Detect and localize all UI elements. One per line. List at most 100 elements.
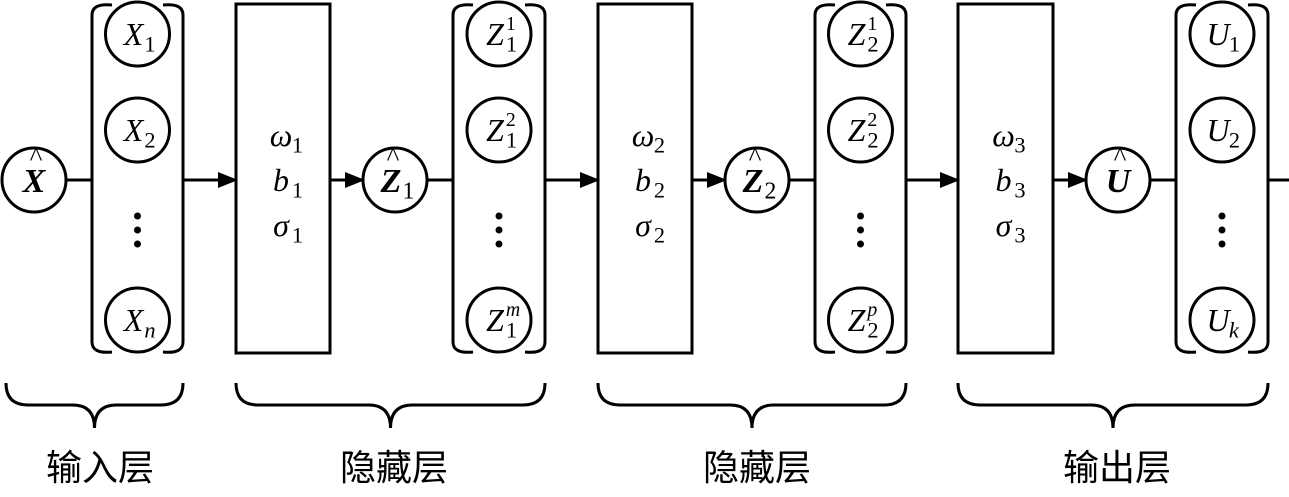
subscript: k [1229, 318, 1240, 343]
hat-node-2 [723, 146, 791, 214]
symbol-b: b [996, 162, 1012, 198]
label-hidden-layer-2: 隐藏层 [703, 448, 811, 489]
superscript: 2 [506, 109, 516, 131]
dot [1218, 240, 1226, 248]
symbol-x: X [122, 16, 145, 52]
vector-node-3-3 [1188, 286, 1256, 354]
hat-node-3 [1084, 146, 1152, 214]
symbol-z: Z [486, 302, 505, 338]
subscript: 2 [867, 32, 878, 57]
vector-bracket-3 [1174, 3, 1270, 354]
label-input-layer: 输入层 [46, 448, 154, 489]
subscript: n [144, 318, 155, 343]
symbol-x: X [22, 163, 47, 200]
dot [495, 226, 503, 234]
symbol-u: U [1206, 302, 1231, 338]
ellipsis-3 [1218, 212, 1226, 248]
dot [134, 240, 141, 248]
vector-node-2-1 [827, 96, 894, 164]
ellipsis-1 [495, 212, 503, 248]
brace-0 [4, 382, 185, 429]
right-bracket [885, 3, 908, 354]
ellipsis-2 [857, 212, 864, 248]
hat-node-label-1: Z^1 [380, 142, 415, 205]
symbol-z: Z [380, 163, 402, 200]
symbol-z: Z [848, 16, 867, 52]
symbol-z: Z [486, 16, 505, 52]
subscript: 1 [506, 318, 517, 343]
vector-node-1-0 [465, 0, 533, 68]
subscript: 1 [506, 128, 517, 153]
superscript: 1 [867, 13, 877, 35]
symbol-ω: ω [992, 117, 1015, 153]
vector-node-2-0 [827, 0, 894, 68]
subscript: 2 [867, 318, 878, 343]
symbol-ω: ω [632, 117, 655, 153]
subscript: 1 [1229, 32, 1240, 57]
symbol-u: U [1206, 112, 1231, 148]
brace-1 [234, 382, 547, 429]
superscript: 1 [506, 13, 516, 35]
symbol-x: X [122, 302, 145, 338]
symbol-x: X [122, 112, 145, 148]
vector-bracket-1 [451, 3, 547, 354]
hat-node-label-3: U^ [1106, 142, 1133, 200]
brace-3 [956, 382, 1270, 429]
hat-node-0 [0, 146, 68, 214]
symbol-σ: σ [635, 207, 652, 243]
dot [134, 226, 141, 234]
left-bracket [451, 3, 474, 354]
symbol-z: Z [486, 112, 505, 148]
weight-box-2 [596, 2, 694, 355]
vector-node-0-0 [104, 0, 171, 68]
subscript: 2 [654, 178, 665, 203]
symbol-u: U [1206, 16, 1231, 52]
subscript: 1 [144, 32, 155, 57]
symbol-ω: ω [270, 117, 293, 153]
dot [134, 212, 141, 220]
vector-node-2-3 [827, 286, 894, 354]
left-bracket [813, 3, 836, 354]
superscript: p [865, 299, 877, 321]
subscript: 3 [1014, 133, 1025, 158]
subscript: 3 [1014, 178, 1025, 203]
hat-accent: ^ [1114, 142, 1127, 172]
vector-node-0-3 [104, 286, 171, 354]
subscript: 2 [654, 133, 665, 158]
weight-box-3 [956, 2, 1055, 355]
symbol-u: U [1106, 163, 1133, 200]
symbol-b: b [273, 162, 289, 198]
symbol-z: Z [742, 163, 764, 200]
subscript: 1 [292, 178, 303, 203]
subscript: 2 [1229, 128, 1240, 153]
hat-accent: ^ [30, 142, 43, 172]
hat-node-1 [361, 146, 429, 214]
right-bracket [1247, 3, 1270, 354]
superscript: m [506, 299, 520, 321]
hat-node-label-2: Z^2 [742, 142, 777, 205]
symbol-z: Z [848, 302, 867, 338]
left-bracket [1174, 3, 1197, 354]
subscript: 2 [867, 128, 878, 153]
dot [1218, 226, 1226, 234]
hat-accent: ^ [387, 142, 400, 172]
subscript: 1 [506, 32, 517, 57]
label-output-layer: 输出层 [1063, 448, 1171, 489]
dot [857, 240, 864, 248]
